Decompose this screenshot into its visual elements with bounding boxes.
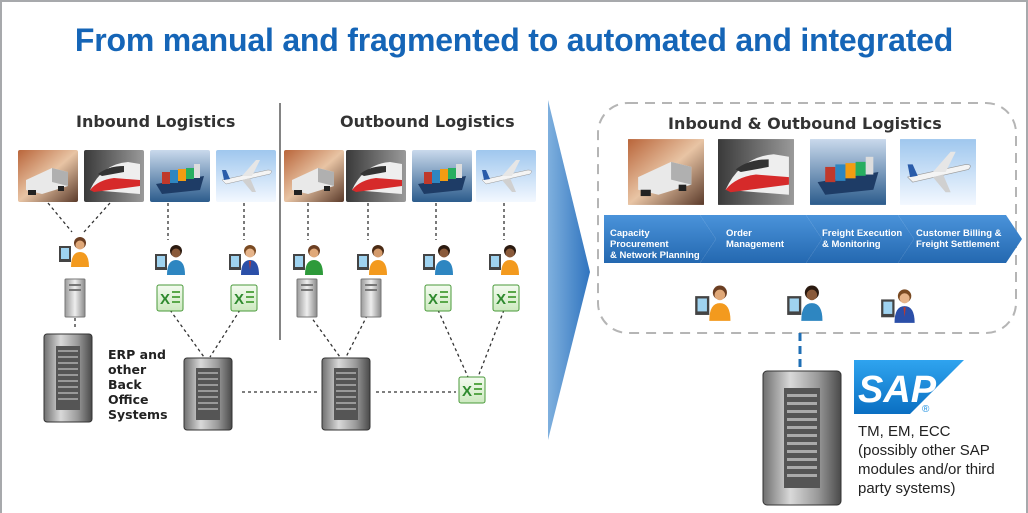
server-icon <box>64 278 86 318</box>
train-photo <box>84 150 144 202</box>
excel-icon: X <box>458 376 486 404</box>
truck-photo <box>628 138 704 206</box>
step-label: Freight Execution <box>822 228 903 239</box>
erp-label-line: ERP and <box>108 347 166 362</box>
user-at-computer-icon <box>786 282 826 322</box>
train-photo <box>346 150 406 202</box>
erp-label: ERP and other Back Office Systems <box>108 347 168 422</box>
erp-label-line: Office <box>108 392 149 407</box>
svg-text:X: X <box>234 291 244 308</box>
svg-text:X: X <box>428 291 438 308</box>
user-at-computer-icon <box>292 242 326 276</box>
excel-icon: X <box>230 284 258 312</box>
user-at-computer-icon <box>228 242 262 276</box>
sap-description-line: party systems) <box>858 480 956 497</box>
server-icon <box>296 278 318 318</box>
ship-photo <box>150 150 210 202</box>
truck-photo <box>284 150 344 202</box>
step-label: Freight Settlement <box>916 239 1000 250</box>
train-photo <box>718 138 794 206</box>
erp-label-line: Systems <box>108 407 168 422</box>
process-step-order: Order Management <box>712 215 808 263</box>
server-icon <box>42 332 94 424</box>
sap-description-line: TM, EM, ECC <box>858 423 951 440</box>
user-at-computer-icon <box>356 242 390 276</box>
ship-photo <box>810 138 886 206</box>
process-step-capacity: Capacity Procurement & Network Planning <box>596 215 702 263</box>
sap-description-line: (possibly other SAP <box>858 442 990 459</box>
excel-icon: X <box>156 284 184 312</box>
step-label: Order <box>726 228 752 239</box>
excel-icon: X <box>492 284 520 312</box>
erp-label-line: other <box>108 362 147 377</box>
user-at-computer-icon <box>422 242 456 276</box>
step-label: & Monitoring <box>822 239 881 250</box>
user-at-computer-icon <box>694 282 734 322</box>
inbound-title: Inbound Logistics <box>76 112 236 131</box>
ship-photo <box>412 150 472 202</box>
server-icon <box>760 368 844 508</box>
plane-photo <box>476 150 536 202</box>
user-at-computer-icon <box>154 242 188 276</box>
integrated-title: Inbound & Outbound Logistics <box>668 114 942 133</box>
step-label: & Network Planning <box>610 250 700 261</box>
page-title: From manual and fragmented to automated … <box>74 22 954 58</box>
excel-icon: X <box>424 284 452 312</box>
sap-logo-text: SAP <box>858 369 937 411</box>
step-label: Customer Billing & <box>916 228 1002 239</box>
server-icon <box>320 356 372 432</box>
sap-logo: SAP ® <box>854 360 964 416</box>
step-label: Capacity Procurement <box>610 228 669 250</box>
user-at-computer-icon <box>880 286 918 324</box>
svg-text:X: X <box>496 291 506 308</box>
process-step-billing: Customer Billing & Freight Settlement <box>902 215 1018 263</box>
sap-description-line: modules and/or third <box>858 461 995 478</box>
transition-arrow <box>548 100 590 440</box>
svg-text:X: X <box>160 291 170 308</box>
erp-label-line: Back <box>108 377 142 392</box>
svg-text:X: X <box>462 383 472 400</box>
sap-description: TM, EM, ECC (possibly other SAP modules … <box>858 422 995 498</box>
server-icon <box>360 278 382 318</box>
plane-photo <box>900 138 976 206</box>
truck-photo <box>18 150 78 202</box>
process-step-freight: Freight Execution & Monitoring <box>808 215 904 263</box>
user-at-computer-icon <box>488 242 522 276</box>
server-icon <box>182 356 234 432</box>
integrated-box <box>597 102 1017 334</box>
user-at-computer-icon <box>58 234 92 268</box>
outbound-title: Outbound Logistics <box>340 112 515 131</box>
step-label: Management <box>726 239 785 250</box>
registered-mark: ® <box>922 404 930 415</box>
plane-photo <box>216 150 276 202</box>
